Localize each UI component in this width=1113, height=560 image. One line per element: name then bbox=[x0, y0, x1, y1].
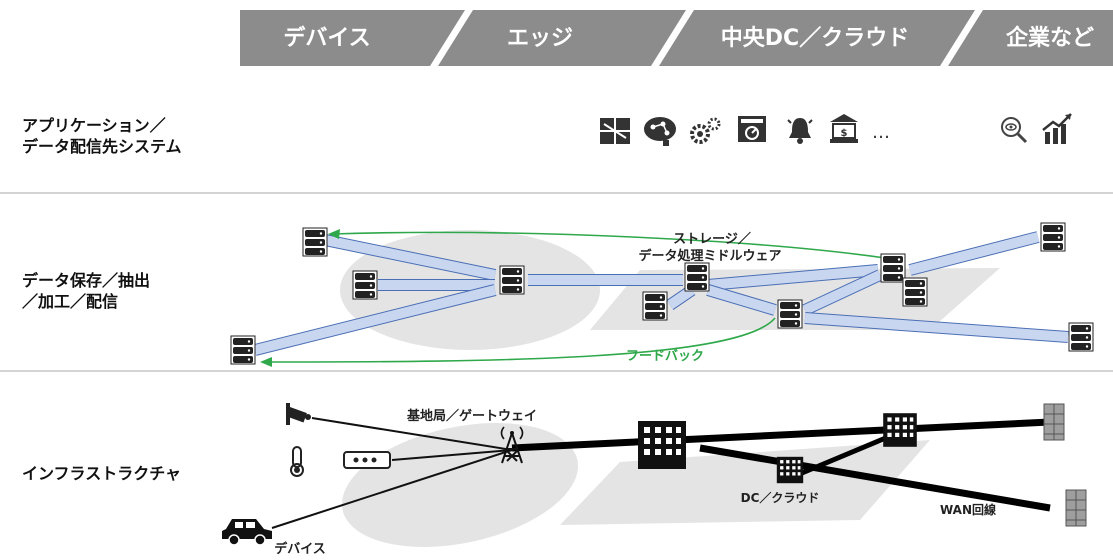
tier-label-cloud: 中央DC／クラウド bbox=[721, 25, 909, 51]
tier-label-devices: デバイス bbox=[283, 25, 370, 51]
feedback-arrow bbox=[263, 317, 776, 363]
server-icon bbox=[352, 270, 378, 300]
server-icon bbox=[1040, 222, 1066, 252]
wan-label: WAN回線 bbox=[940, 502, 996, 517]
layer-label-applications-line2: データ配信先システム bbox=[22, 137, 182, 156]
layer-label-infra: インフラストラクチャ bbox=[22, 463, 181, 484]
tier-banner: デバイス エッジ 中央DC／クラウド 企業など bbox=[0, 0, 1113, 66]
layer-divider-bottom bbox=[0, 370, 1113, 372]
tier-segment-enterprise bbox=[948, 10, 1113, 66]
server-icon bbox=[302, 227, 328, 257]
middleware-label-line2: データ処理ミドルウェア bbox=[638, 248, 781, 264]
upload-arrow bbox=[331, 231, 886, 259]
thermometer-icon bbox=[290, 446, 304, 477]
puzzle-icon bbox=[600, 118, 630, 144]
layer-label-data-line2: ／加工／配信 bbox=[22, 292, 119, 311]
tier-label-enterprise: 企業など bbox=[1005, 25, 1094, 51]
layer-label-data: データ保存／抽出 ／加工／配信 bbox=[22, 270, 150, 312]
datacenter-building-icon bbox=[638, 421, 686, 469]
bank-icon: $ bbox=[830, 114, 858, 143]
feedback-label: フードバック bbox=[626, 349, 704, 364]
gears-icon bbox=[690, 117, 721, 144]
server-icon bbox=[777, 299, 803, 329]
dc-cloud-label: DC／クラウド bbox=[741, 490, 820, 505]
growth-chart-icon bbox=[1042, 113, 1072, 144]
alarm-bell-icon bbox=[787, 118, 813, 144]
server-icon bbox=[499, 265, 525, 295]
enterprise-building-icon bbox=[1043, 403, 1065, 441]
layer-label-applications: アプリケーション／ データ配信先システム bbox=[22, 115, 182, 157]
antenna-tower-icon bbox=[500, 426, 524, 464]
data-pipes bbox=[253, 231, 1069, 356]
svg-text:$: $ bbox=[841, 128, 848, 139]
layer-label-data-line1: データ保存／抽出 bbox=[22, 271, 151, 290]
network-links bbox=[271, 417, 1051, 529]
tier-segment-edge bbox=[438, 10, 686, 66]
tier-segment-cloud bbox=[659, 10, 975, 66]
server-icon bbox=[902, 277, 928, 307]
server-icon bbox=[642, 291, 668, 321]
brain-network-icon bbox=[644, 117, 676, 146]
middleware-label-line1: ストレージ／ bbox=[673, 231, 751, 247]
device-link bbox=[271, 449, 513, 529]
tier-segment-devices bbox=[240, 10, 465, 66]
backbone-link bbox=[699, 444, 1051, 512]
tier-banner-shapes bbox=[240, 10, 1113, 66]
security-camera-icon bbox=[286, 403, 311, 425]
device-label: デバイス bbox=[274, 541, 326, 557]
server-icon bbox=[880, 253, 906, 283]
data-flow-arrows bbox=[260, 229, 886, 367]
tier-label-edge: エッジ bbox=[507, 26, 573, 51]
backbone-link bbox=[511, 418, 1051, 452]
infra-backdrop bbox=[342, 423, 930, 547]
dashboard-icon bbox=[738, 116, 766, 142]
server-icon bbox=[1068, 322, 1094, 352]
ellipsis-icon: … bbox=[872, 122, 890, 143]
enterprise-building-icon bbox=[1065, 489, 1087, 527]
layer-label-applications-line1: アプリケーション／ bbox=[22, 116, 166, 135]
magnifier-eye-icon bbox=[1001, 117, 1028, 144]
basestation-label: 基地局／ゲートウェイ bbox=[406, 408, 537, 424]
app-icons-row: $ … bbox=[600, 113, 1072, 146]
server-icon bbox=[230, 335, 256, 365]
building-icon bbox=[883, 413, 917, 447]
building-icon bbox=[776, 456, 804, 484]
car-icon bbox=[222, 519, 272, 546]
layer-label-infra-line1: インフラストラクチャ bbox=[22, 464, 182, 483]
layer-divider-top bbox=[0, 192, 1113, 194]
sensor-gateway-icon bbox=[343, 451, 391, 469]
server-icon bbox=[684, 262, 710, 292]
device-link bbox=[311, 417, 513, 451]
backbone-link bbox=[789, 429, 901, 481]
device-link bbox=[391, 449, 513, 461]
